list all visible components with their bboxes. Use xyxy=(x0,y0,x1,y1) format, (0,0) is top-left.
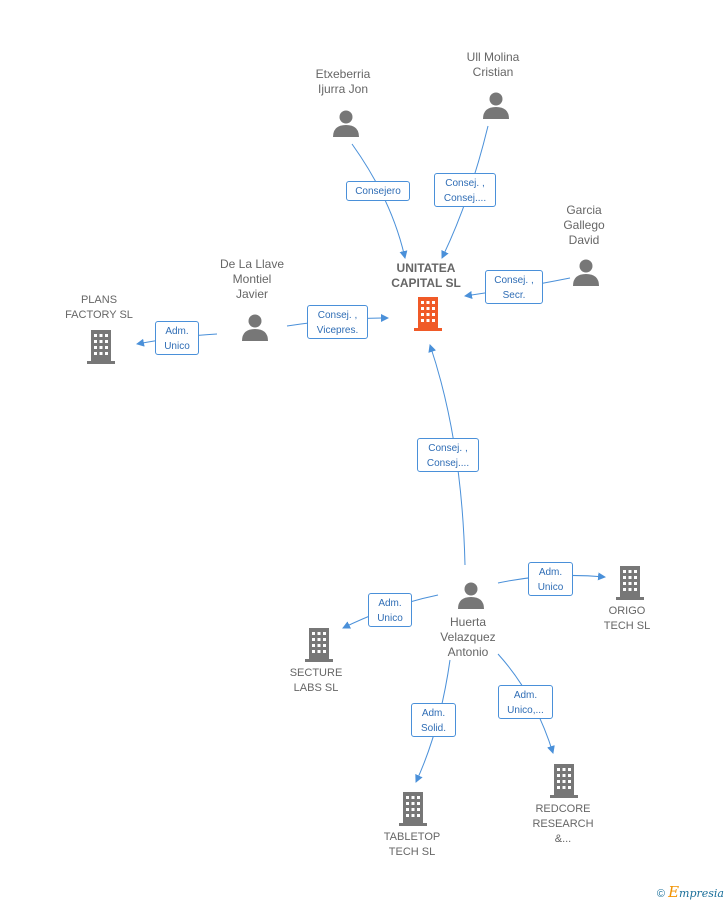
company-label-origo[interactable]: ORIGO TECH SL xyxy=(603,605,651,632)
relation-huerta-secture[interactable]: Adm. Unico xyxy=(368,593,412,627)
company-label-tabletop[interactable]: TABLETOP TECH SL xyxy=(383,831,441,858)
building-icon[interactable] xyxy=(85,328,117,364)
person-icon[interactable] xyxy=(240,312,270,342)
edge-etxeberria-main xyxy=(351,143,408,259)
copyright-symbol: © xyxy=(656,888,666,900)
building-icon[interactable] xyxy=(614,564,646,600)
brand-name: mpresia xyxy=(679,887,724,900)
person-label-ull[interactable]: Ull Molina Cristian xyxy=(466,50,520,79)
person-label-delallave[interactable]: De La Llave Montiel Javier xyxy=(219,257,285,301)
person-label-huerta[interactable]: Huerta Velazquez Antonio xyxy=(440,615,496,659)
building-icon[interactable] xyxy=(548,762,580,798)
company-label-redcore[interactable]: REDCORE RESEARCH &... xyxy=(532,803,594,845)
person-icon[interactable] xyxy=(456,580,486,610)
relation-huerta-origo[interactable]: Adm. Unico xyxy=(528,562,573,596)
relation-huerta-redcore[interactable]: Adm. Unico,... xyxy=(498,685,553,719)
person-label-etxeberria[interactable]: Etxeberria Ijurra Jon xyxy=(315,67,371,96)
brand-logo[interactable]: © Empresia xyxy=(657,883,724,901)
main-company-building-icon[interactable] xyxy=(412,295,444,331)
relation-huerta-main[interactable]: Consej. , Consej.... xyxy=(417,438,479,472)
relation-delallave-main[interactable]: Consej. , Vicepres. xyxy=(307,305,368,339)
company-label-plans[interactable]: PLANS FACTORY SL xyxy=(65,294,133,321)
relation-huerta-tabletop[interactable]: Adm. Solid. xyxy=(411,703,456,737)
relation-delallave-plans[interactable]: Adm. Unico xyxy=(155,321,199,355)
building-icon[interactable] xyxy=(303,626,335,662)
person-icon[interactable] xyxy=(331,108,361,138)
building-icon[interactable] xyxy=(397,790,429,826)
main-company-label[interactable]: UNITATEA CAPITAL SL xyxy=(391,261,461,290)
relation-etxeberria-main[interactable]: Consejero xyxy=(346,181,410,201)
person-icon[interactable] xyxy=(481,90,511,120)
relation-garcia-main[interactable]: Consej. , Secr. xyxy=(485,270,543,304)
brand-initial: E xyxy=(668,883,680,901)
person-icon[interactable] xyxy=(571,257,601,287)
company-label-secture[interactable]: SECTURE LABS SL xyxy=(289,667,343,694)
person-label-garcia[interactable]: Garcia Gallego David xyxy=(563,203,605,247)
relation-ull-main[interactable]: Consej. , Consej.... xyxy=(434,173,496,207)
